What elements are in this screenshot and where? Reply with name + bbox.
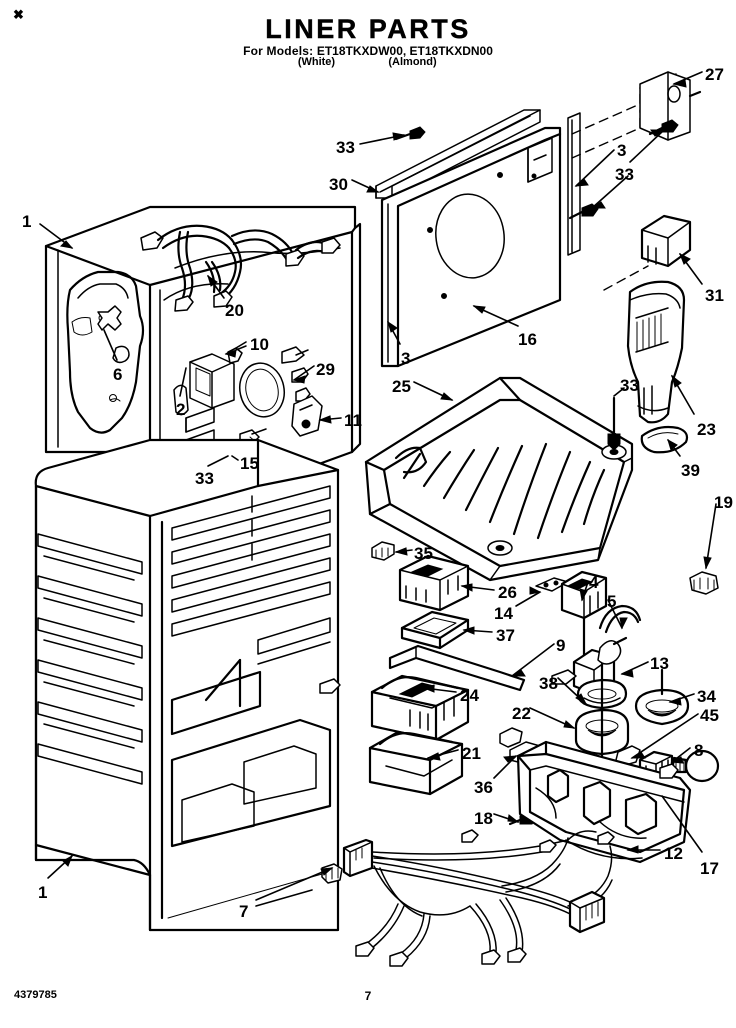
callout-16: 16: [518, 330, 537, 349]
callout-17: 17: [700, 859, 719, 878]
callout-36: 36: [474, 778, 493, 797]
callout-37: 37: [496, 626, 515, 645]
callout-26: 26: [498, 583, 517, 602]
color-almond-label: (Almond): [388, 56, 437, 68]
callout-12: 12: [664, 844, 683, 863]
footer-page-number: 7: [364, 989, 372, 1003]
callout-1: 1: [22, 212, 32, 231]
callout-34: 34: [697, 687, 716, 706]
callout-35: 35: [414, 544, 433, 563]
callout-18: 18: [474, 809, 493, 828]
callout-7: 7: [239, 902, 249, 921]
callout-6: 6: [113, 365, 123, 384]
page-title: LINER PARTS: [265, 14, 471, 44]
callout-33-a: 33: [195, 469, 214, 488]
callout-3-a: 3: [401, 349, 411, 368]
screw-art-2: [650, 120, 678, 134]
registration-mark: ✖: [13, 7, 24, 22]
air-duct-art: [604, 216, 718, 594]
callout-8: 8: [694, 741, 704, 760]
screw-art-1: [396, 127, 425, 139]
callout-31: 31: [705, 286, 724, 305]
timer-cluster-art: [174, 346, 322, 467]
callout-23: 23: [697, 420, 716, 439]
callout-29: 29: [316, 360, 335, 379]
callout-33-c: 33: [615, 165, 634, 184]
wiring-harness-art: [344, 830, 614, 966]
callout-45: 45: [700, 706, 719, 725]
color-white-label: (White): [297, 56, 336, 68]
callout-33-b: 33: [336, 138, 355, 157]
model-line-prefix: For Models:: [243, 44, 314, 58]
screw-art-3: [570, 204, 598, 218]
upper-harness-art: [141, 226, 340, 311]
callout-5: 5: [607, 592, 617, 611]
callout-20: 20: [225, 301, 244, 320]
callout-21: 21: [462, 744, 481, 763]
freezer-rear-panel-art: [376, 72, 700, 366]
model-numbers: ET18TKXDW00, ET18TKXDN00: [316, 44, 493, 58]
callout-4: 4: [589, 573, 599, 592]
model-line: For Models: ET18TKXDW00, ET18TKXDN00: [0, 44, 736, 58]
callout-1-bottom: 1: [38, 883, 48, 902]
callout-25: 25: [392, 377, 411, 396]
callout-13: 13: [650, 654, 669, 673]
callout-3-b: 3: [617, 141, 627, 160]
callout-27: 27: [705, 65, 724, 84]
callout-24: 24: [460, 686, 479, 705]
callout-10: 10: [250, 335, 269, 354]
callout-14: 14: [494, 604, 513, 623]
freezer-liner-art: [46, 207, 360, 489]
callout-19: 19: [714, 493, 733, 512]
control-housing-art: [500, 664, 718, 862]
divider-pan-art: [366, 378, 632, 580]
callout-9: 9: [556, 636, 566, 655]
refrigerator-liner-art: [36, 440, 342, 930]
color-legend: (White) (Almond): [0, 56, 736, 68]
leader-lines: [40, 72, 716, 906]
callout-15: 15: [240, 454, 259, 473]
callout-22: 22: [512, 704, 531, 723]
callout-33-d: 33: [620, 376, 639, 395]
footer-part-number: 4379785: [14, 989, 57, 1001]
callout-38: 38: [539, 674, 558, 693]
callout-2: 2: [176, 400, 186, 419]
callout-11: 11: [344, 411, 362, 430]
callout-39: 39: [681, 461, 700, 480]
callout-30: 30: [329, 175, 348, 194]
